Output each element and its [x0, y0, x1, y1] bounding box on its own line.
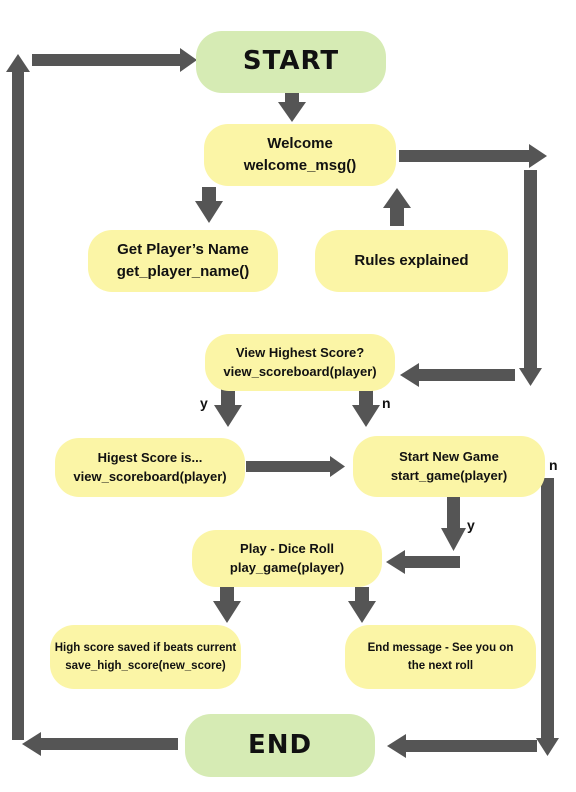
play-function: play_game(player): [229, 559, 345, 575]
no-label-middle: n: [382, 395, 391, 411]
arrow-right-column-down: [519, 170, 542, 386]
arrow-view-to-start-game: [352, 389, 380, 427]
yes-label-start: y: [467, 517, 475, 533]
start-node: START: [196, 31, 386, 93]
end-message-line2: the next roll: [407, 660, 474, 672]
player-name-title: Get Player’s Name: [117, 241, 249, 259]
arrow-play-to-save: [213, 587, 241, 623]
player-name-node: Get Player’s Name get_player_name(): [88, 230, 278, 292]
arrow-start-game-n-down: [536, 478, 559, 756]
welcome-title: Welcome: [267, 135, 333, 153]
highest-score-node: Higest Score is... view_scoreboard(playe…: [55, 438, 245, 497]
arrow-to-play: [386, 550, 460, 574]
arrow-play-to-end-message: [348, 587, 376, 623]
end-message-line1: End message - See you on: [367, 641, 514, 654]
rules-node: Rules explained: [315, 230, 508, 292]
rules-title: Rules explained: [354, 252, 469, 270]
view-score-node: View Highest Score? view_scoreboard(play…: [205, 334, 395, 391]
arrow-view-to-highest: [214, 389, 242, 427]
no-label-right: n: [549, 457, 558, 473]
arrow-welcome-to-player-name: [195, 187, 223, 223]
play-title: Play - Dice Roll: [240, 540, 334, 556]
arrow-to-start: [32, 48, 197, 72]
arrow-welcome-right: [399, 144, 547, 168]
arrow-end-left: [22, 732, 178, 756]
arrow-start-to-welcome: [278, 88, 306, 122]
view-score-function: view_scoreboard(player): [223, 363, 377, 379]
welcome-function: welcome_msg(): [243, 157, 357, 174]
arrow-to-view-score: [400, 363, 515, 387]
end-node: END: [185, 714, 375, 777]
welcome-node: Welcome welcome_msg(): [204, 124, 396, 186]
end-label: END: [247, 729, 313, 760]
start-label: START: [242, 46, 340, 77]
start-game-node: Start New Game start_game(player): [353, 436, 545, 497]
start-game-function: start_game(player): [390, 467, 508, 483]
arrow-left-column-up: [6, 54, 30, 740]
highest-score-title: Higest Score is...: [97, 449, 203, 465]
play-node: Play - Dice Roll play_game(player): [192, 530, 382, 587]
arrow-highest-to-start-game: [246, 456, 345, 477]
end-message-node: End message - See you on the next roll: [345, 625, 536, 689]
save-score-node: High score saved if beats current save_h…: [50, 625, 241, 689]
highest-score-function: view_scoreboard(player): [73, 468, 227, 484]
arrow-start-game-down: [441, 497, 466, 551]
save-score-function: save_high_score(new_score): [65, 660, 226, 672]
arrow-to-end: [387, 734, 537, 758]
yes-label-left: y: [200, 395, 208, 411]
save-score-title: High score saved if beats current: [54, 641, 237, 654]
start-game-title: Start New Game: [399, 448, 499, 464]
arrow-rules-to-welcome: [383, 188, 411, 226]
player-name-function: get_player_name(): [116, 263, 250, 280]
view-score-title: View Highest Score?: [235, 344, 365, 360]
